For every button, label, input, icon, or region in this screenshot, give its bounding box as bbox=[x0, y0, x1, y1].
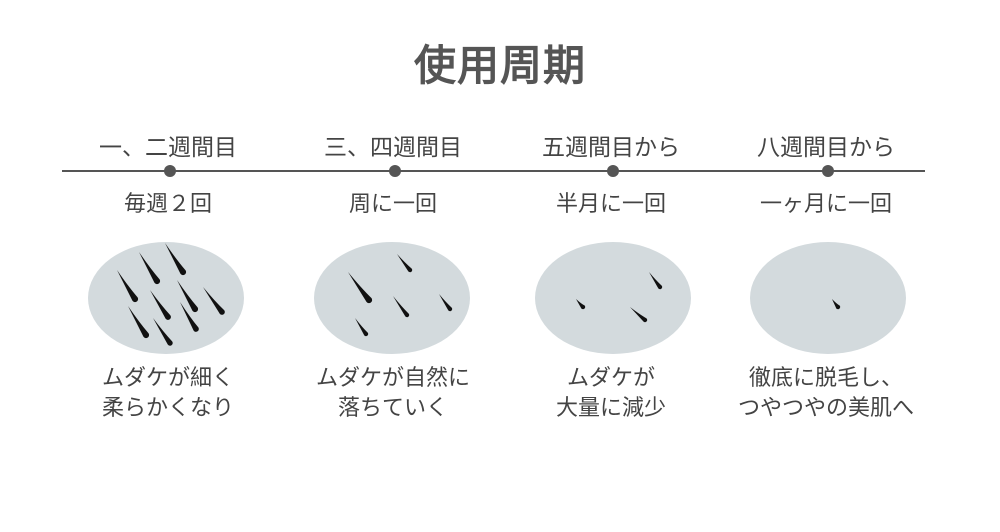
hair-strand bbox=[630, 307, 648, 323]
hair-strand bbox=[355, 318, 369, 337]
description-line: 落ちていく bbox=[337, 396, 448, 421]
timeline-line bbox=[62, 170, 925, 172]
hair-strand bbox=[153, 318, 173, 346]
skin-oval bbox=[314, 242, 470, 354]
stage-description: ムダケが 大量に減少 bbox=[501, 364, 721, 424]
timeline-dot bbox=[164, 165, 176, 177]
hair-strand bbox=[165, 243, 187, 276]
stage-description: 徹底に脱毛し、 つやつやの美肌へ bbox=[716, 364, 936, 424]
skin-oval bbox=[750, 242, 906, 354]
skin-oval bbox=[88, 242, 244, 354]
timeline-dot bbox=[389, 165, 401, 177]
description-line: ムダケが細く bbox=[101, 366, 234, 391]
hair-strand bbox=[150, 290, 171, 320]
hair-strand bbox=[649, 272, 663, 290]
stage-frequency: 周に一回 bbox=[348, 192, 437, 217]
hair-strand bbox=[203, 287, 225, 315]
stage-period: 八週間目から bbox=[757, 135, 895, 161]
stage-description: ムダケが細く 柔らかくなり bbox=[58, 364, 278, 424]
timeline-dot bbox=[607, 165, 619, 177]
hair-strand bbox=[832, 299, 841, 310]
stage-description: ムダケが自然に 落ちていく bbox=[283, 364, 503, 424]
hair-strand bbox=[439, 294, 453, 312]
skin-oval bbox=[535, 242, 691, 354]
hair-strand bbox=[180, 302, 199, 332]
hair-strand bbox=[393, 296, 410, 318]
stage-frequency: 毎週２回 bbox=[123, 192, 212, 217]
description-line: つやつやの美肌へ bbox=[737, 396, 914, 421]
description-line: 柔らかくなり bbox=[101, 396, 234, 421]
hair-strand bbox=[128, 306, 150, 339]
hair-strand bbox=[576, 299, 586, 310]
hair-strand bbox=[348, 272, 373, 304]
description-line: ムダケが bbox=[566, 366, 655, 391]
hair-strand bbox=[139, 252, 161, 285]
stage-frequency: 半月に一回 bbox=[555, 192, 666, 217]
description-line: 大量に減少 bbox=[555, 396, 666, 421]
hair-strand bbox=[397, 254, 413, 273]
page-title: 使用周期 bbox=[413, 41, 586, 90]
stage-period: 五週間目から bbox=[542, 135, 680, 161]
stage-frequency: 一ヶ月に一回 bbox=[759, 192, 892, 217]
stage-period: 一、二週間目 bbox=[99, 135, 237, 161]
stage-period: 三、四週間目 bbox=[324, 135, 462, 161]
hair-strand bbox=[117, 270, 139, 303]
description-line: 徹底に脱毛し、 bbox=[748, 366, 903, 391]
description-line: ムダケが自然に bbox=[315, 366, 470, 391]
hair-strand bbox=[177, 280, 199, 313]
timeline-dot bbox=[822, 165, 834, 177]
